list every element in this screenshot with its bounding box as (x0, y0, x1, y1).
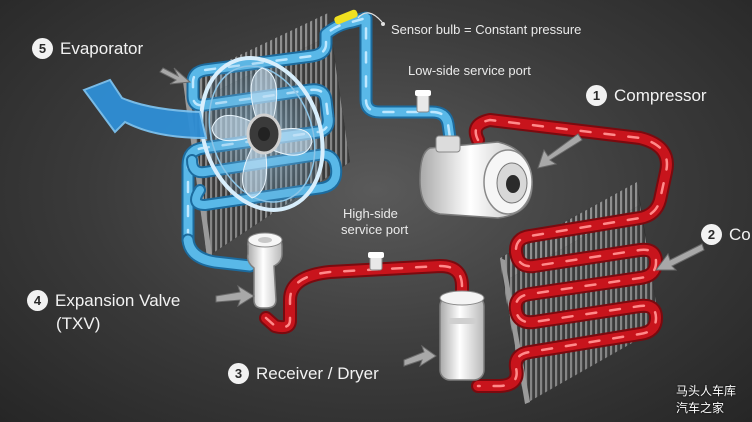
label-expansion-valve-line2: (TXV) (56, 314, 100, 334)
high-pressure-line (259, 113, 674, 393)
low-side-port-annotation: Low-side service port (408, 63, 531, 78)
sensor-leader (357, 12, 383, 23)
high-side-port (368, 252, 384, 271)
label-condenser: 2 Co (701, 224, 751, 245)
fan (199, 56, 325, 212)
sensor-bulb (334, 9, 358, 25)
compressor-label-text: Compressor (614, 85, 707, 105)
number-badge: 3 (228, 363, 249, 384)
pointer-arrows (159, 67, 705, 368)
label-expansion-valve: 4 Expansion Valve (27, 290, 180, 311)
high-side-port-annotation-line2: service port (341, 222, 409, 237)
low-side-port (415, 90, 431, 113)
number-badge: 1 (586, 85, 607, 106)
label-receiver-dryer: 3 Receiver / Dryer (228, 363, 379, 384)
sensor-bulb-annotation: Sensor bulb = Constant pressure (391, 22, 582, 37)
receiver-dryer (439, 290, 485, 381)
expansion-label-text: Expansion Valve (55, 290, 181, 310)
compressor (419, 135, 533, 219)
watermark-line2: 汽车之家 (676, 401, 725, 415)
label-evaporator: 5 Evaporator (32, 38, 143, 59)
low-pressure-line (181, 11, 457, 273)
condenser-label-text: Co (729, 224, 751, 244)
expansion-label-line2: (TXV) (56, 314, 101, 333)
number-badge: 5 (32, 38, 53, 59)
number-badge: 4 (27, 290, 48, 311)
watermark-line1: 马头人车库 (676, 384, 737, 398)
airflow-arrow (82, 78, 208, 140)
label-compressor: 1 Compressor (586, 85, 707, 106)
receiver-label-text: Receiver / Dryer (256, 363, 379, 383)
high-side-port-annotation-line1: High-side (343, 206, 398, 221)
expansion-valve (246, 232, 283, 309)
evaporator-label-text: Evaporator (60, 38, 144, 58)
number-badge: 2 (701, 224, 722, 245)
